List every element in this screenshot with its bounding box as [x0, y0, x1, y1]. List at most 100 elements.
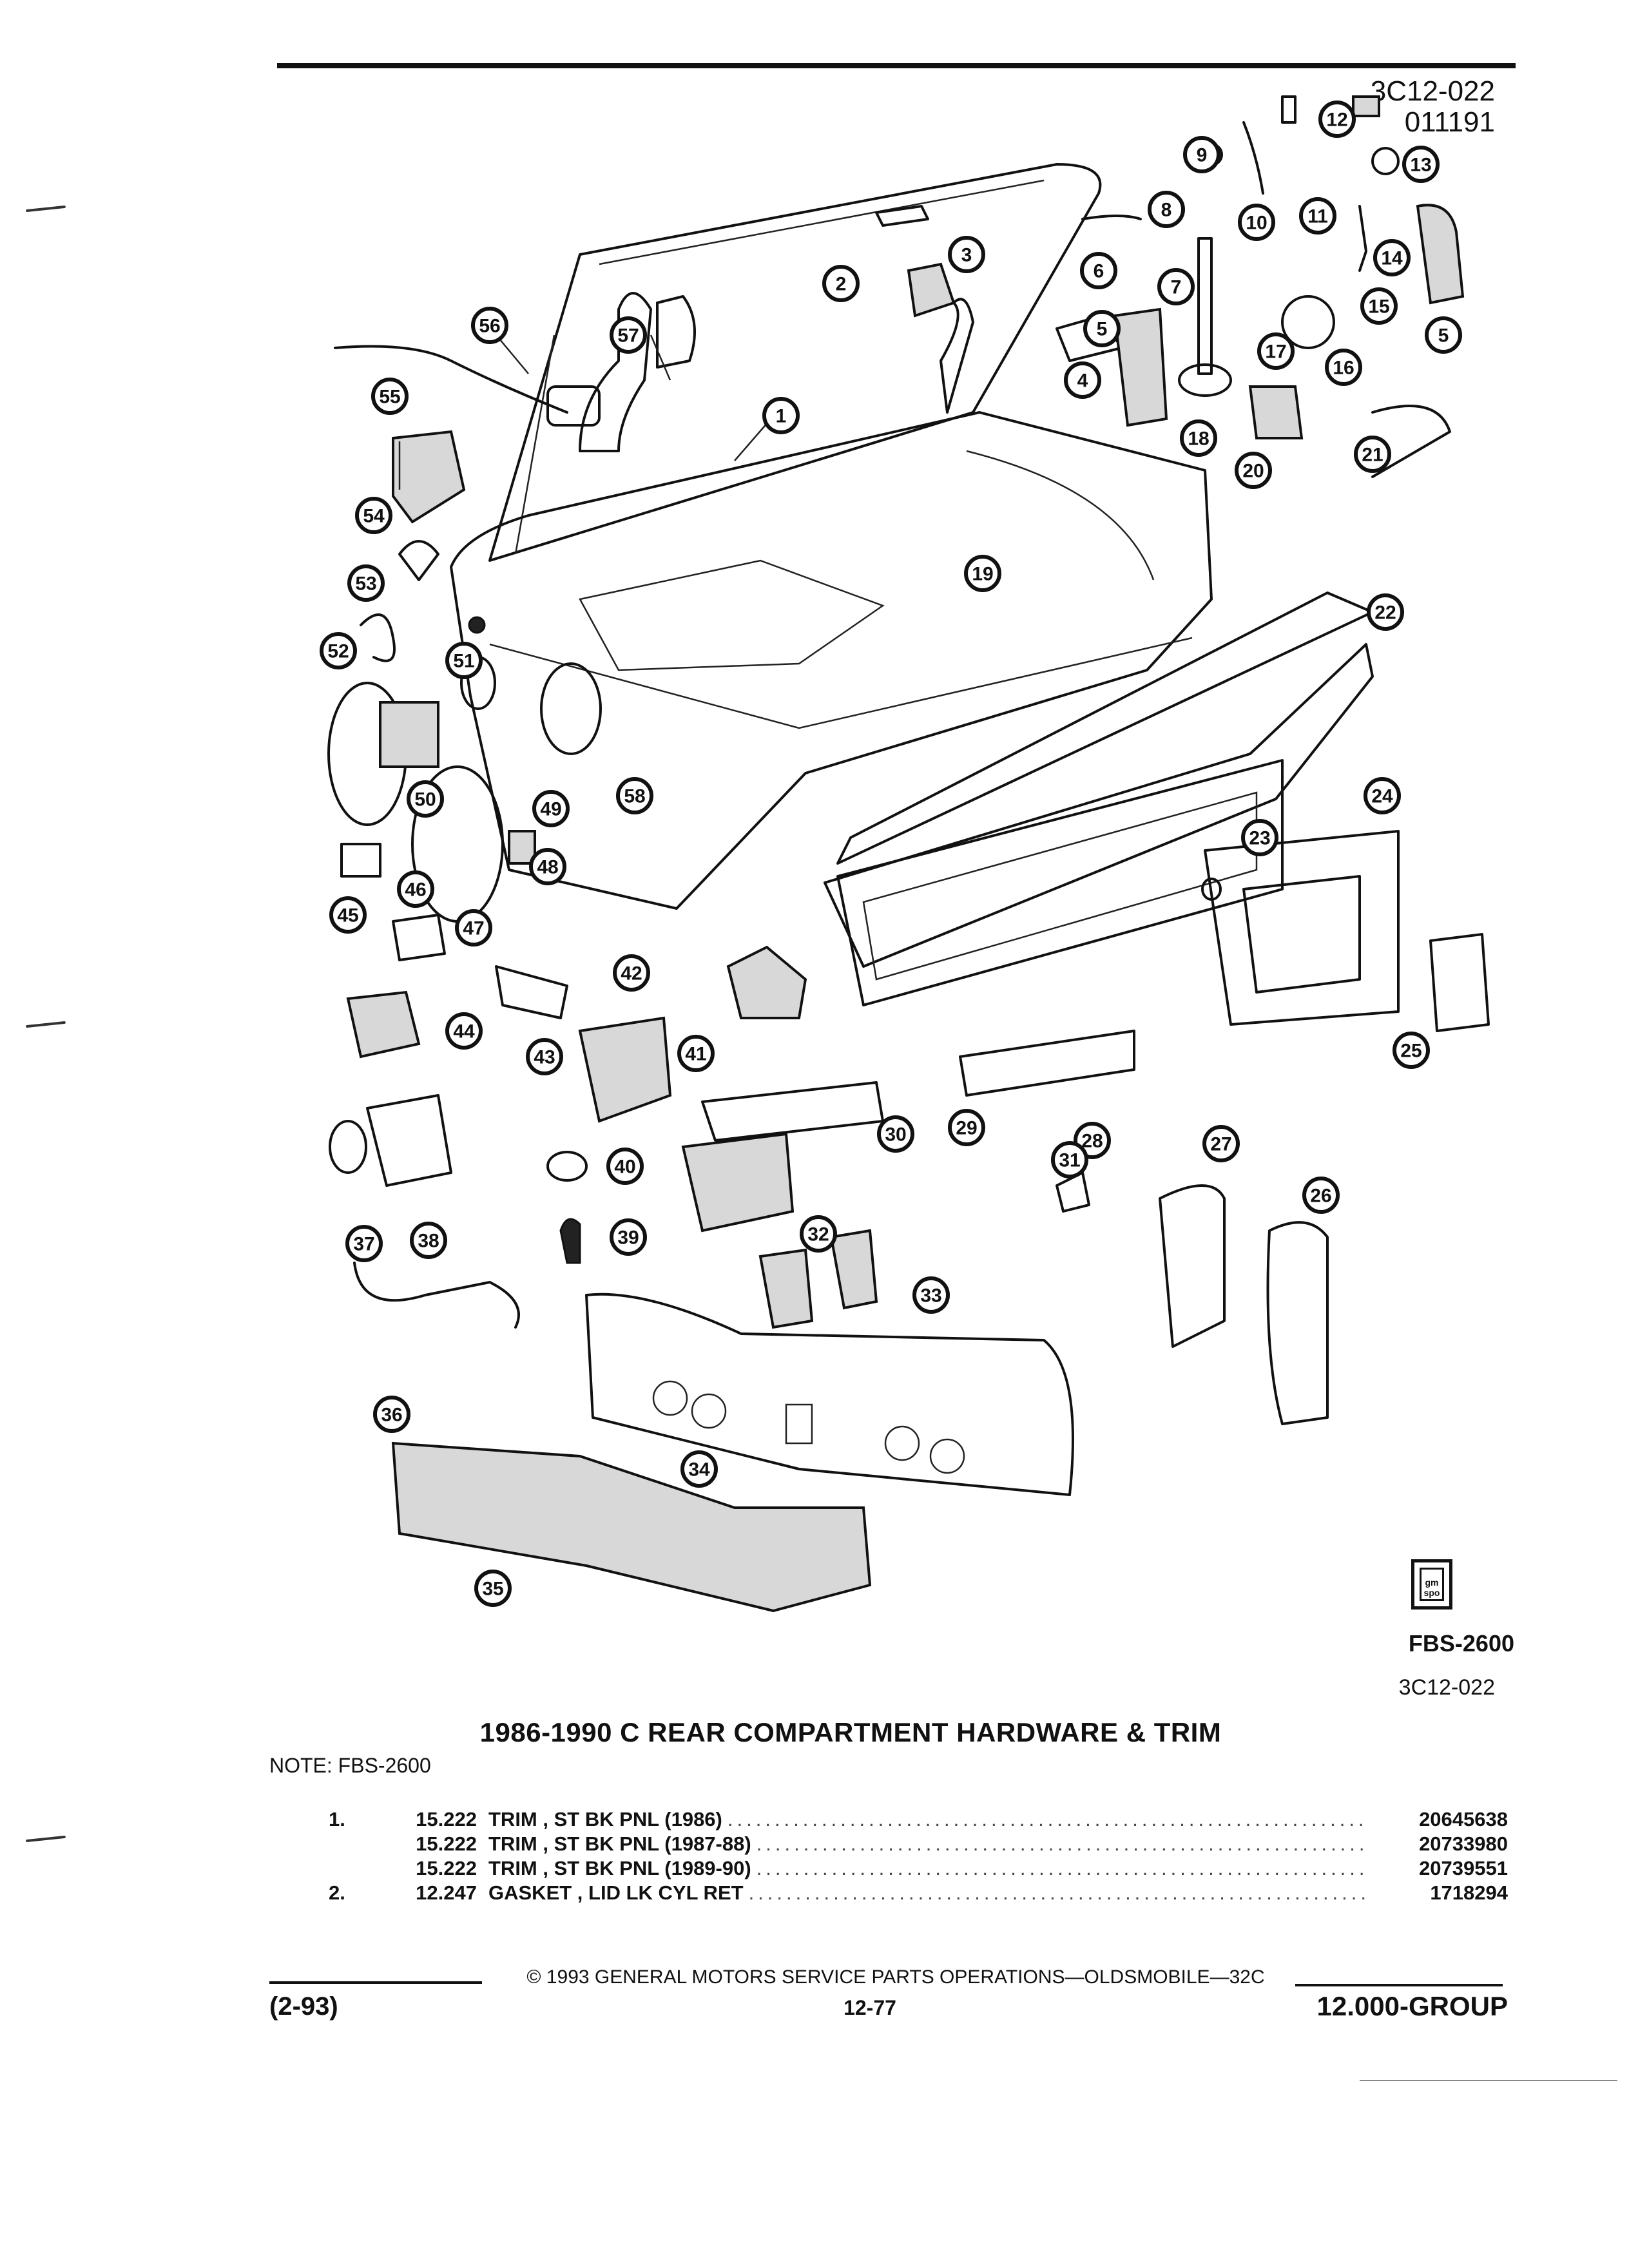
callout-9: 9	[1183, 136, 1220, 173]
callout-48: 48	[529, 848, 566, 885]
callout-label: 49	[540, 799, 561, 820]
fbs-badge: gm spo	[1411, 1559, 1452, 1610]
small-parts	[327, 95, 1490, 1425]
callout-55: 55	[371, 378, 409, 415]
callout-label: 42	[621, 963, 642, 985]
callout-58: 58	[616, 777, 653, 814]
callout-29: 29	[948, 1109, 985, 1146]
callout-3: 3	[948, 236, 985, 273]
callout-label: 12	[1326, 110, 1347, 131]
callout-50: 50	[407, 780, 444, 818]
callout-label: 37	[353, 1234, 374, 1255]
callout-label: 36	[381, 1405, 402, 1426]
callout-label: 58	[624, 786, 645, 807]
callout-label: 39	[617, 1227, 639, 1249]
callout-label: 55	[379, 387, 400, 408]
callout-label: 1	[776, 406, 787, 427]
item-description: TRIM , ST BK PNL (1986)	[488, 1808, 728, 1831]
callout-22: 22	[1367, 593, 1404, 631]
callout-57: 57	[610, 316, 647, 354]
parts-row: 2. 12.247 GASKET , LID LK CYL RET.........…	[0, 1881, 1629, 1910]
callout-20: 20	[1235, 452, 1272, 489]
callout-23: 23	[1241, 819, 1278, 856]
callout-label: 34	[688, 1459, 710, 1481]
part-number: 20739551	[1419, 1857, 1508, 1879]
callout-label: 6	[1094, 261, 1104, 282]
callout-19: 19	[964, 555, 1001, 592]
group-number: 15.222	[416, 1832, 477, 1855]
callout-38: 38	[410, 1222, 447, 1259]
callout-56: 56	[471, 307, 508, 344]
callout-43: 43	[526, 1038, 563, 1075]
part-number: 20733980	[1419, 1832, 1508, 1855]
callout-label: 18	[1188, 428, 1209, 450]
callout-label: 5	[1097, 319, 1108, 340]
part-number: 20645638	[1419, 1808, 1508, 1831]
callout-46: 46	[397, 870, 434, 908]
footer-rule-left	[269, 1981, 482, 1984]
callout-label: 4	[1077, 370, 1088, 392]
callout-label: 52	[327, 641, 349, 662]
callout-47: 47	[455, 909, 492, 947]
leader-dots: ........................................…	[748, 1881, 1365, 1904]
group-number: 12.247	[416, 1881, 477, 1904]
leader-dots: ........................................…	[756, 1857, 1365, 1879]
callout-18: 18	[1180, 419, 1217, 457]
item-number: 1.	[329, 1808, 345, 1831]
callout-label: 56	[479, 316, 500, 337]
copyright: © 1993 GENERAL MOTORS SERVICE PARTS OPER…	[526, 1966, 1265, 1988]
callout-label: 16	[1333, 358, 1354, 379]
bottom-rule	[1360, 2080, 1617, 2081]
callout-33: 33	[912, 1276, 950, 1314]
item-description: GASKET , LID LK CYL RET	[488, 1881, 749, 1904]
sill-plate	[391, 1441, 872, 1613]
diagram-code-bottom: 3C12-022	[1398, 1675, 1495, 1700]
callout-16: 16	[1325, 349, 1362, 386]
item-description: TRIM , ST BK PNL (1989-90)	[488, 1857, 757, 1879]
callout-label: 13	[1410, 155, 1431, 176]
callout-11: 11	[1299, 197, 1336, 235]
rear-end-panel	[824, 591, 1374, 968]
callout-label: 3	[961, 245, 972, 266]
callout-5: 5	[1425, 316, 1462, 354]
callout-37: 37	[345, 1225, 383, 1262]
callout-1: 1	[762, 397, 800, 434]
item-description-cell: TRIM , ST BK PNL (1989-90)..............…	[488, 1857, 1365, 1880]
note: NOTE: FBS-2600	[269, 1754, 431, 1777]
callout-40: 40	[606, 1148, 644, 1185]
callout-45: 45	[329, 896, 367, 934]
callout-label: 26	[1310, 1186, 1331, 1207]
callout-24: 24	[1364, 777, 1401, 814]
item-number: 2.	[329, 1881, 345, 1904]
callout-label: 11	[1307, 206, 1328, 227]
callout-7: 7	[1157, 268, 1195, 305]
callout-label: 54	[363, 506, 385, 527]
callout-label: 28	[1081, 1131, 1103, 1152]
callout-label: 5	[1438, 325, 1449, 347]
callout-52: 52	[320, 632, 357, 669]
callout-label: 51	[453, 651, 474, 672]
callout-12: 12	[1318, 101, 1356, 138]
group-number: 15.222	[416, 1808, 477, 1831]
callout-label: 19	[972, 564, 993, 585]
callout-25: 25	[1393, 1032, 1430, 1069]
callout-label: 9	[1197, 145, 1208, 166]
callout-51: 51	[445, 642, 483, 679]
callout-label: 38	[418, 1231, 439, 1252]
callout-53: 53	[347, 564, 385, 602]
header-diagram-code: 3C12-022	[1370, 75, 1495, 107]
callout-label: 41	[685, 1044, 706, 1065]
tail-lamp-panel	[836, 759, 1284, 1006]
callout-41: 41	[677, 1035, 715, 1072]
footer-page-number: 12-77	[843, 1996, 896, 2019]
fbs-code: FBS-2600	[1408, 1630, 1514, 1657]
callout-label: 31	[1059, 1150, 1080, 1171]
callout-2: 2	[822, 265, 860, 302]
callout-label: 33	[920, 1285, 941, 1307]
callout-6: 6	[1080, 252, 1117, 289]
callout-label: 25	[1400, 1041, 1422, 1062]
callout-label: 15	[1368, 296, 1389, 318]
callout-label: 27	[1210, 1134, 1231, 1155]
